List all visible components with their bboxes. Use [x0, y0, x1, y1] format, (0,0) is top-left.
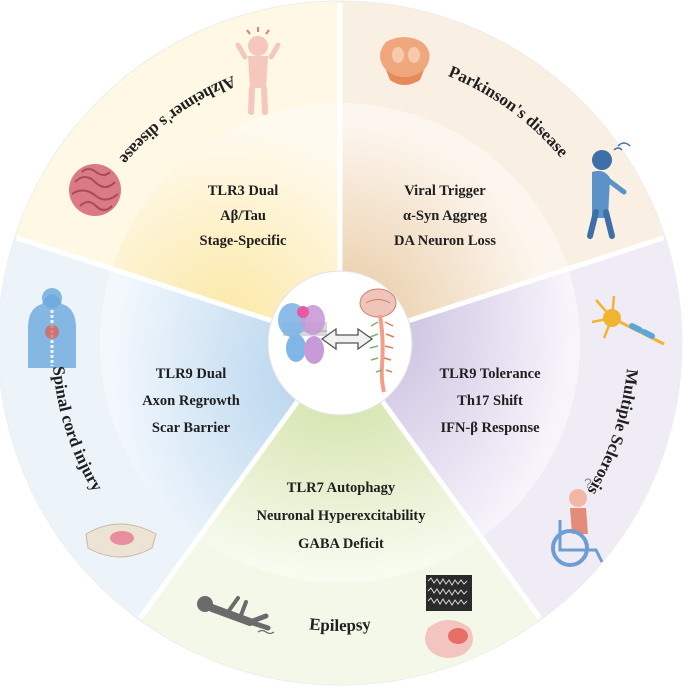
protein-aggregate-icon: [69, 164, 121, 216]
divider-line: [138, 399, 300, 620]
wheelchair-person-icon: ?: [551, 475, 604, 567]
mechanism-label: TLR3 Dual: [208, 183, 279, 199]
mechanism-label: DA Neuron Loss: [394, 233, 496, 249]
inner-sector-alzheimers: [111, 103, 341, 321]
mechanism-label: GABA Deficit: [298, 536, 384, 552]
mechanism-label: TLR9 Tolerance: [439, 366, 541, 382]
tlr-protein-icon: [278, 303, 327, 364]
mechanism-label: Axon Regrowth: [142, 393, 240, 409]
eeg-trace-icon: [426, 575, 472, 611]
head-pain-person-icon: [235, 27, 281, 115]
disease-label-epilepsy: Epilepsy: [308, 614, 372, 635]
divider-line: [407, 235, 665, 324]
divider-line: [380, 399, 542, 620]
mechanism-label: TLR9 Dual: [156, 366, 227, 382]
mechanism-label: TLR7 Autophagy: [287, 480, 396, 496]
mechanism-label: Th17 Shift: [457, 393, 523, 409]
mechanism-label: Viral Trigger: [404, 183, 486, 199]
shaking-person-icon: [587, 142, 631, 239]
mechanism-label: Scar Barrier: [152, 420, 231, 436]
seizure-person-icon: [197, 596, 275, 635]
brain-section-icon: [380, 37, 430, 85]
inner-sector-parkinsons: [340, 103, 569, 321]
mechanism-label: Aβ/Tau: [220, 208, 266, 224]
inner-sector-sci: [100, 268, 298, 538]
cord-cross-section-icon: [85, 523, 157, 558]
spine-torso-icon: [28, 288, 76, 368]
double-arrow-icon: [320, 327, 374, 351]
neuron-icon: [591, 295, 665, 346]
inner-sector-epilepsy: [198, 401, 482, 584]
mechanism-label: Neuronal Hyperexcitability: [256, 508, 426, 524]
mechanism-label: α-Syn Aggreg: [403, 208, 488, 224]
brain-icon: [425, 620, 473, 658]
inner-sector-ms: [382, 268, 580, 538]
inner-ring: [100, 103, 580, 584]
brain-spinal-cord-icon: [359, 288, 397, 393]
svg-text:?: ?: [584, 475, 592, 491]
disease-label-text: Epilepsy: [308, 614, 372, 635]
divider-line: [15, 235, 273, 324]
outer-sector-ms: [481, 237, 682, 620]
mechanism-label: Stage-Specific: [200, 233, 288, 249]
mechanism-label: IFN-β Response: [440, 420, 540, 436]
